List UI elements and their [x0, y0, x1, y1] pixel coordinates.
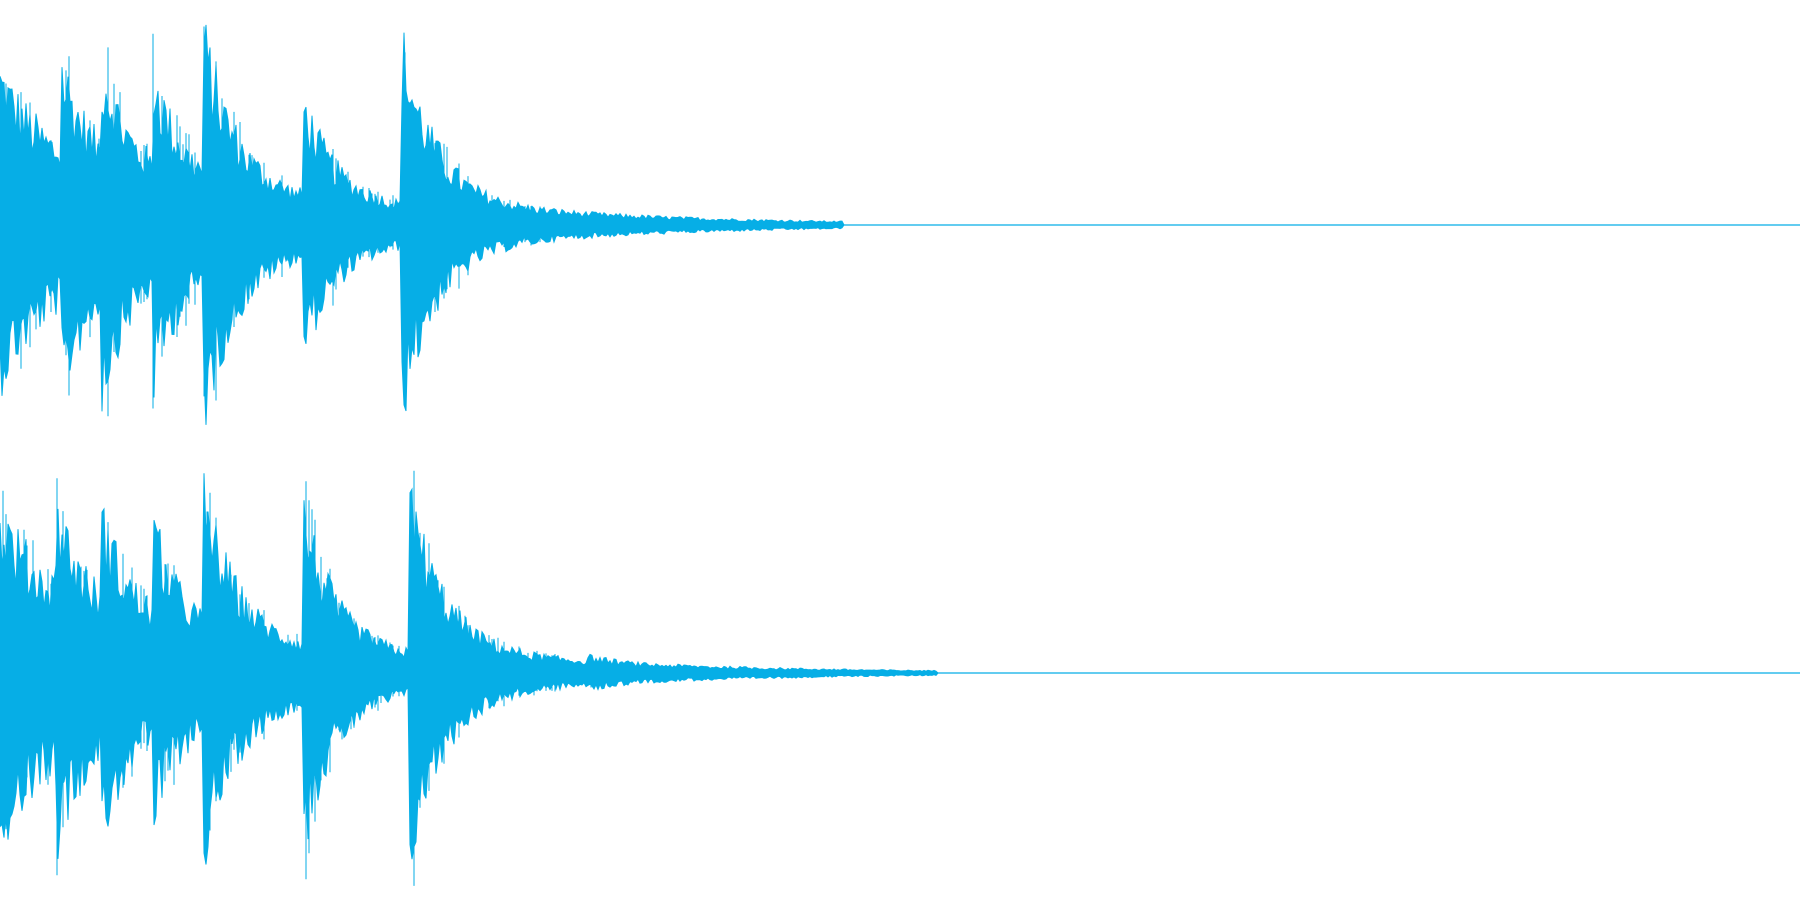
- channel-1-waveform[interactable]: [0, 24, 1800, 425]
- waveform-envelope: [0, 24, 1800, 425]
- channel-2-waveform[interactable]: [0, 470, 1800, 886]
- waveform-envelope: [0, 473, 1800, 865]
